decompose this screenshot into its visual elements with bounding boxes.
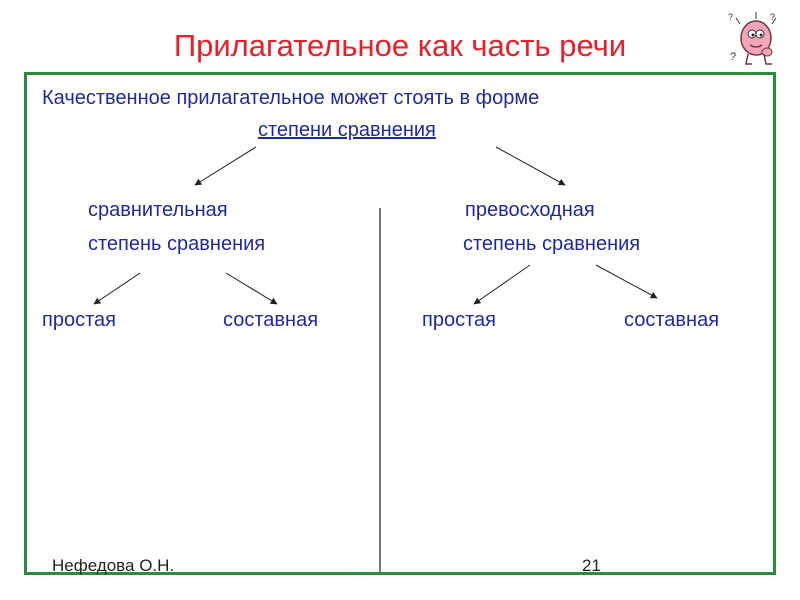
intro-text: Качественное прилагательное может стоять…: [42, 87, 540, 109]
right-compound-node: составная: [624, 309, 720, 331]
svg-text:?: ?: [730, 51, 736, 63]
left-node-line1: сравнительная: [88, 199, 228, 221]
right-node-line2: степень сравнения: [463, 233, 641, 255]
svg-text:?: ?: [770, 12, 775, 22]
arrow-root-to-left: [194, 146, 257, 186]
footer-author: Нефедова О.Н.: [52, 556, 175, 575]
arrow-root-to-right: [495, 146, 566, 186]
arrow-left-to-compound: [225, 272, 278, 305]
arrow-right-to-simple: [473, 264, 531, 305]
content-frame: [24, 72, 776, 575]
slide-title: Прилагательное как часть речи: [173, 28, 627, 63]
root-node: степени сравнения: [258, 119, 436, 141]
left-simple-node: простая: [42, 309, 116, 331]
thinking-character-icon: ? ? ?: [728, 12, 777, 65]
arrow-left-to-simple: [93, 272, 141, 305]
svg-text:?: ?: [728, 12, 733, 22]
left-compound-node: составная: [223, 309, 319, 331]
right-simple-node: простая: [422, 309, 496, 331]
right-node-line1: превосходная: [465, 199, 595, 221]
arrow-right-to-compound: [595, 264, 658, 299]
left-node-line2: степень сравнения: [88, 233, 266, 255]
page-number: 21: [582, 556, 601, 575]
